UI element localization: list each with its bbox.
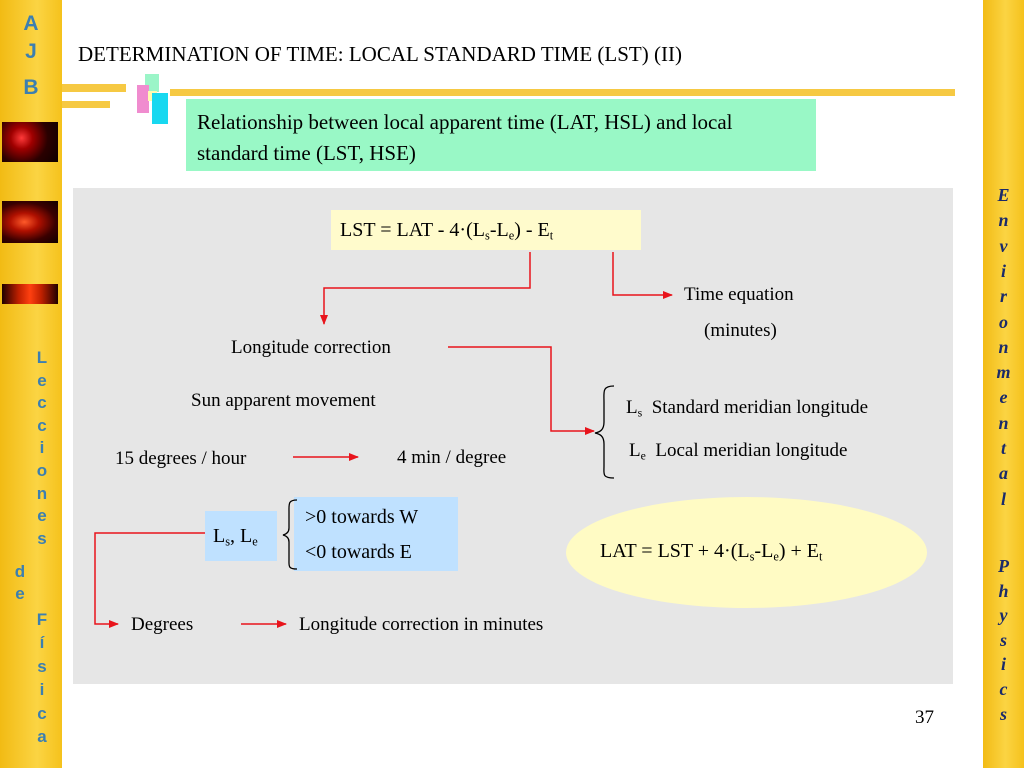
- header-square-cyan: [152, 93, 168, 124]
- local-meridian-item: Le Local meridian longitude: [629, 440, 848, 463]
- header-rule-bottom: [62, 101, 110, 108]
- fisica-letter: i: [39, 680, 45, 700]
- environmental-letter: E: [997, 185, 1010, 205]
- brand-letter-a: A: [23, 12, 39, 35]
- min-per-degree-label: 4 min / degree: [397, 447, 507, 468]
- de-letter: e: [15, 584, 25, 603]
- lecciones-letter: L: [36, 348, 48, 367]
- lecciones-letter: o: [36, 461, 48, 480]
- brand-letter-j: J: [25, 40, 37, 63]
- lecciones-letter: e: [37, 370, 47, 390]
- lst-formula: LST = LAT - 4·(Ls-Le) - Et: [331, 210, 641, 250]
- ls-le-box: Ls, Le: [205, 511, 277, 561]
- lecciones-letter: c: [37, 393, 47, 413]
- fisica-letter: a: [37, 727, 47, 746]
- lecciones-letter: s: [37, 528, 47, 548]
- direction-box: [294, 497, 458, 571]
- degrees-per-hour-label: 15 degrees / hour: [115, 448, 247, 469]
- page-number: 37: [915, 707, 934, 728]
- sun-apparent-movement-label: Sun apparent movement: [191, 390, 376, 411]
- content-panel: [73, 188, 953, 684]
- environmental-letter: i: [1000, 260, 1006, 281]
- physics-letter: y: [999, 605, 1008, 626]
- sidebar-thumbnail-3: [2, 284, 58, 304]
- right-sidebar: [983, 0, 1024, 768]
- lecciones-letter: n: [36, 483, 48, 503]
- minutes-label: (minutes): [704, 320, 777, 341]
- lecciones-letter: c: [37, 415, 47, 435]
- degrees-label: Degrees: [131, 614, 194, 635]
- de-letter: d: [14, 562, 26, 581]
- towards-west-label: >0 towards W: [305, 506, 419, 528]
- slide-title: DETERMINATION OF TIME: LOCAL STANDARD TI…: [78, 42, 682, 66]
- physics-letter: s: [999, 629, 1007, 650]
- environmental-letter: t: [1000, 438, 1006, 458]
- sidebar-thumbnail-2: [2, 201, 58, 243]
- sidebar-thumbnail-1: [2, 122, 58, 162]
- standard-meridian-item: Ls Standard meridian longitude: [626, 397, 869, 420]
- environmental-letter: m: [996, 362, 1011, 383]
- header-rule-top: [62, 84, 126, 92]
- lecciones-letter: e: [37, 506, 47, 526]
- environmental-letter: n: [998, 210, 1009, 231]
- fisica-letter: F: [36, 610, 48, 629]
- physics-letter: c: [999, 679, 1008, 699]
- brand-letter-b: B: [23, 76, 39, 99]
- environmental-letter: n: [998, 412, 1009, 433]
- physics-letter: s: [999, 703, 1007, 724]
- environmental-letter: l: [1000, 488, 1006, 509]
- environmental-letter: n: [998, 336, 1009, 357]
- environmental-letter: v: [999, 235, 1008, 256]
- fisica-letter: s: [37, 656, 47, 676]
- lat-formula-ellipse: [566, 497, 927, 608]
- left-sidebar: [0, 0, 62, 768]
- fisica-letter: c: [37, 703, 47, 723]
- environmental-letter: e: [999, 387, 1008, 408]
- physics-letter: i: [1000, 654, 1006, 675]
- fisica-letter: í: [39, 633, 45, 653]
- longitude-correction-label: Longitude correction: [231, 337, 391, 358]
- time-equation-label: Time equation: [684, 284, 794, 305]
- lat-formula: LAT = LST + 4·(Ls-Le) + Et: [600, 540, 823, 564]
- longitude-correction-minutes-label: Longitude correction in minutes: [299, 614, 544, 635]
- environmental-letter: r: [999, 286, 1007, 307]
- lecciones-letter: i: [39, 438, 45, 458]
- slide-subtitle: Relationship between local apparent time…: [186, 99, 816, 171]
- physics-letter: P: [998, 556, 1009, 576]
- header-square-pink: [137, 85, 149, 113]
- header-rule-long: [170, 89, 955, 96]
- towards-east-label: <0 towards E: [305, 541, 412, 563]
- environmental-letter: o: [999, 311, 1008, 332]
- physics-letter: h: [998, 580, 1009, 601]
- environmental-letter: a: [999, 463, 1008, 484]
